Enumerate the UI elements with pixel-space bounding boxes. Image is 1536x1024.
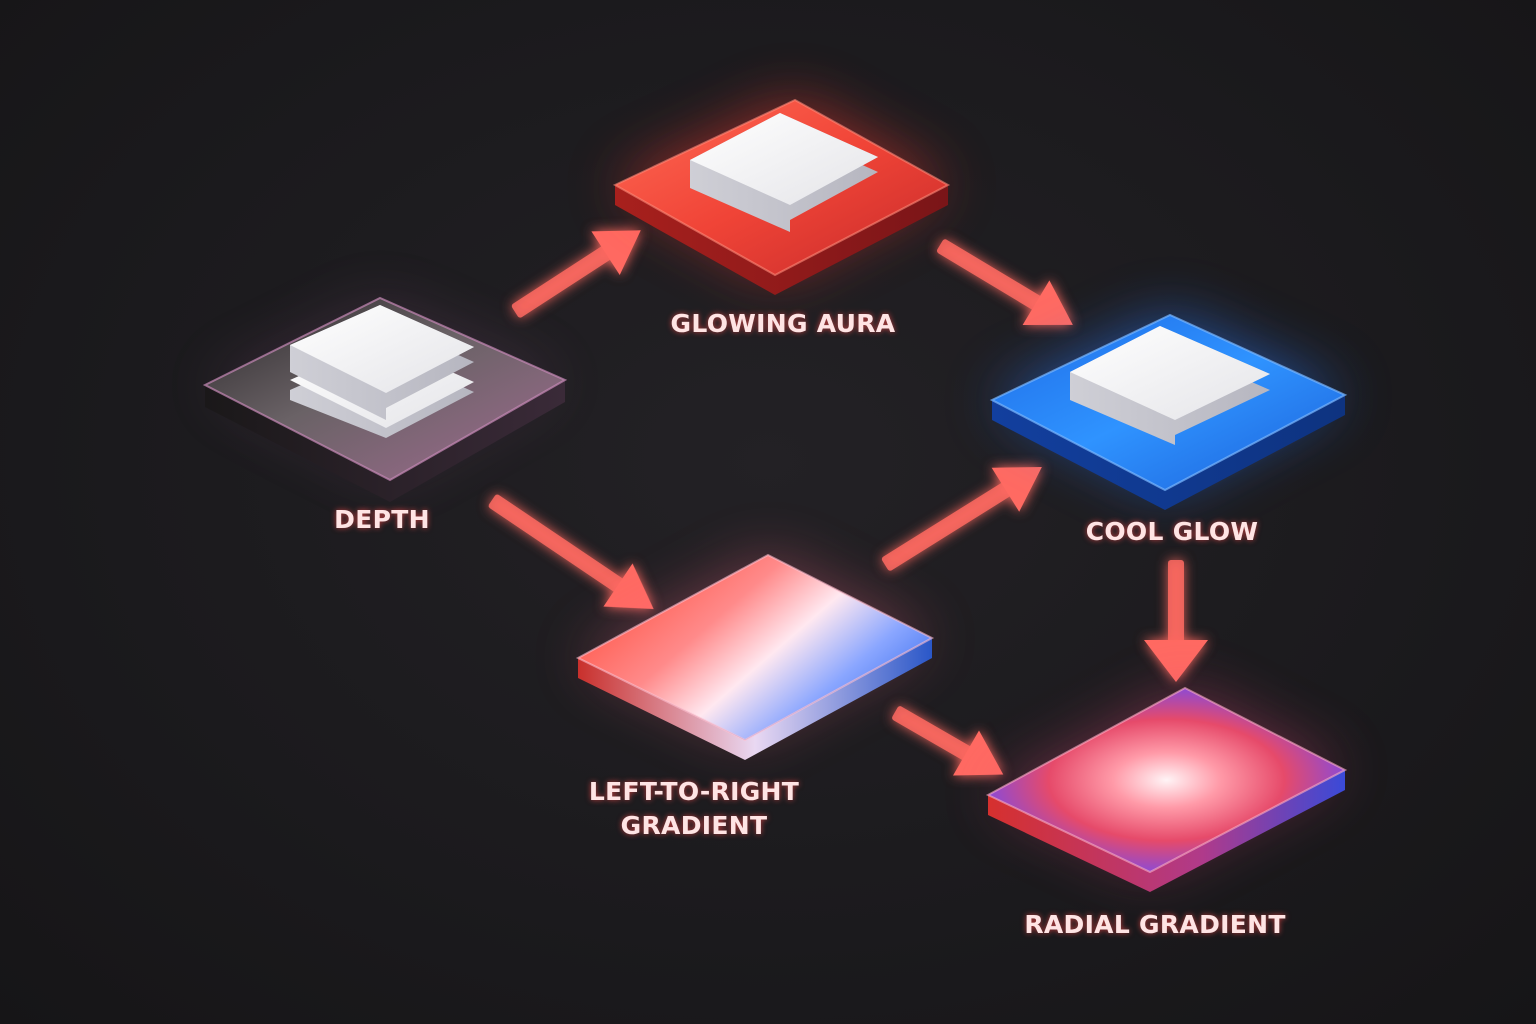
left-to-right-label-line2: GRADIENT: [621, 811, 768, 840]
arrow-glowing-aura-to-cool-glow: [936, 239, 1073, 325]
cool-glow-label: COOL GLOW: [1086, 517, 1259, 546]
arrow-left-to-right-to-cool-glow: [881, 466, 1042, 571]
radial-label: RADIAL GRADIENT: [1024, 910, 1285, 939]
cool-glow-white-stack: [1070, 326, 1270, 445]
glowing-aura-white-stack: [690, 113, 878, 232]
left-to-right-label-line1: LEFT-TO-RIGHT: [589, 777, 799, 806]
arrow-depth-to-left-to-right: [488, 494, 654, 610]
node-radial-gradient: RADIAL GRADIENT: [985, 686, 1348, 939]
left-to-right-tile: [575, 553, 935, 742]
arrow-left-to-right-to-radial: [892, 706, 1004, 776]
node-glowing-aura: GLOWING AURA: [612, 98, 951, 338]
glowing-aura-tile-side: [615, 185, 948, 295]
radial-tile: [985, 686, 1348, 874]
radial-tile-side: [988, 770, 1345, 892]
glowing-aura-label: GLOWING AURA: [671, 309, 896, 338]
node-left-to-right-gradient: LEFT-TO-RIGHT GRADIENT: [575, 553, 935, 840]
cool-glow-tile-side: [992, 395, 1345, 510]
arrow-cool-glow-to-radial: [1144, 560, 1208, 682]
depth-white-stack: [290, 305, 474, 438]
arrow-depth-to-glowing-aura: [511, 230, 641, 318]
arrows: [488, 230, 1208, 776]
depth-label: DEPTH: [334, 505, 430, 534]
node-cool-glow: COOL GLOW: [989, 313, 1348, 546]
node-depth: DEPTH: [202, 296, 568, 534]
